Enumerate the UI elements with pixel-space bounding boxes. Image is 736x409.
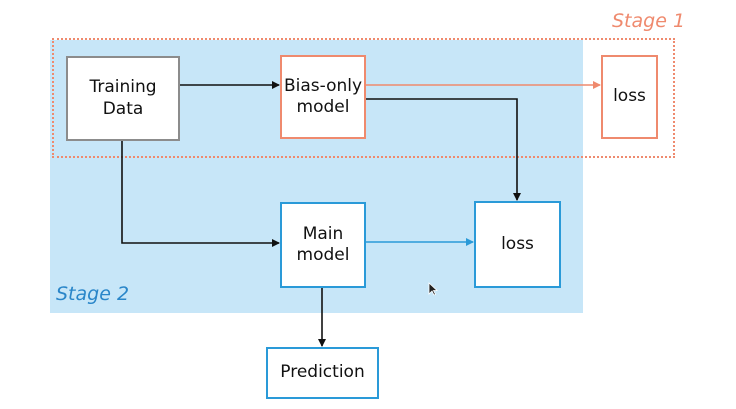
stage1-region [52,38,675,158]
edge-training-to-main [121,141,280,247]
stage1-loss-node: loss [601,55,658,139]
mouse-cursor-icon [428,282,438,296]
prediction-node: Prediction [266,347,379,399]
stage2-label: Stage 2 [56,283,130,305]
stage1-label: Stage 1 [612,10,686,32]
training-data-node: Training Data [66,56,180,141]
main-model-node: Main model [280,202,366,288]
stage2-loss-node: loss [474,201,561,288]
edge-bias-to-loss2 [366,98,521,201]
bias-only-model-node: Bias-only model [280,55,366,139]
